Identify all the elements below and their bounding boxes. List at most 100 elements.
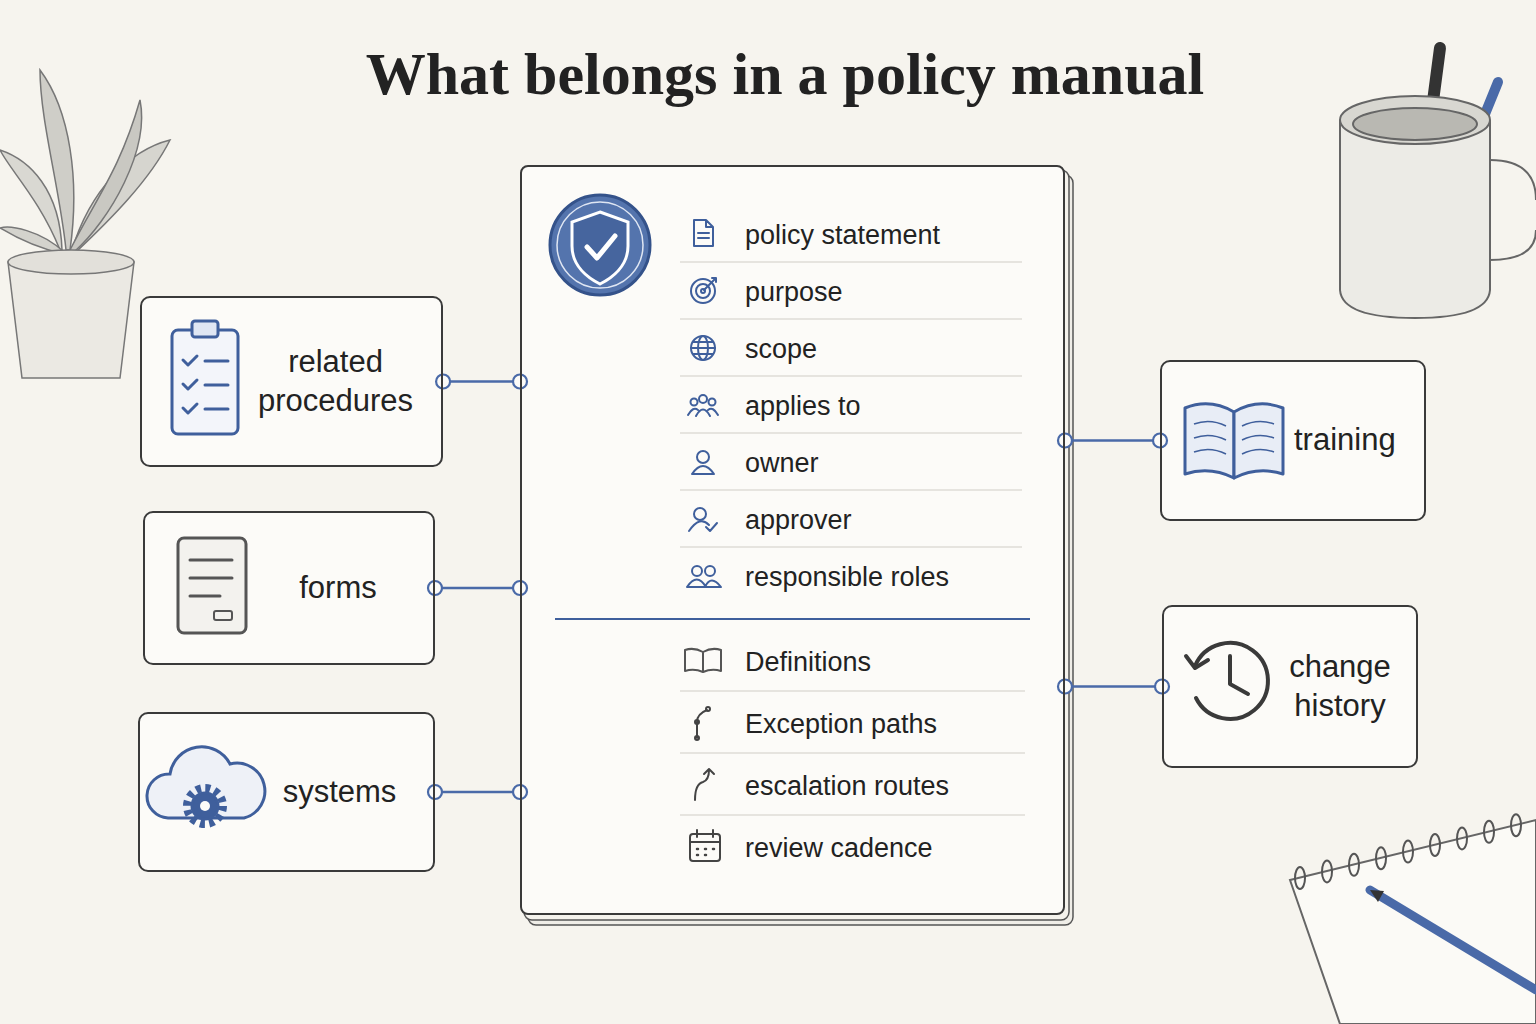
cloud-gear-icon xyxy=(147,747,265,824)
connector xyxy=(428,785,527,799)
notebook-sketch xyxy=(1295,867,1305,889)
box-fills xyxy=(141,297,442,466)
shield-badge xyxy=(550,195,650,295)
row-icons xyxy=(706,707,710,711)
row-separators xyxy=(680,690,1025,691)
box-fills xyxy=(139,166,1425,914)
notebook-sketch xyxy=(1511,814,1521,836)
pencil-mug xyxy=(1340,48,1536,318)
row-icons xyxy=(685,649,721,672)
row-icons xyxy=(685,649,721,672)
row-separators xyxy=(680,546,1022,547)
policy-element: scope xyxy=(745,321,1063,378)
row-separators xyxy=(680,261,1022,262)
open-book-icon xyxy=(1234,404,1283,478)
form-icon xyxy=(178,538,246,633)
plant-sketch xyxy=(8,250,134,274)
connector-dot xyxy=(428,785,442,799)
row-icons xyxy=(694,508,706,520)
form-icon xyxy=(214,611,232,620)
connector xyxy=(1058,680,1169,694)
box-fills xyxy=(1161,361,1425,520)
connector-dot xyxy=(1058,680,1072,694)
notebook-sketch xyxy=(1370,890,1384,902)
pencil-mug xyxy=(1353,108,1477,140)
open-book-icon xyxy=(1194,421,1274,454)
row-icons xyxy=(697,849,714,855)
policy-element: policy statement xyxy=(745,207,1063,264)
policy-element: purpose xyxy=(745,264,1063,321)
topic-label: change history xyxy=(1276,648,1404,726)
row-icons xyxy=(691,342,715,354)
row-icons xyxy=(691,336,715,360)
notebook-sketch xyxy=(1290,820,1536,1024)
pencil-mug xyxy=(1490,160,1536,260)
row-icons xyxy=(690,830,720,842)
connector xyxy=(436,375,527,389)
section-divider xyxy=(555,618,1030,620)
row-icons xyxy=(685,220,721,861)
shield-badge xyxy=(572,212,628,284)
row-icons xyxy=(692,451,714,474)
connector-line xyxy=(435,791,520,794)
row-icons xyxy=(689,521,717,531)
row-separators xyxy=(680,375,1022,376)
connector xyxy=(1058,434,1167,448)
clipboard-icon xyxy=(183,356,228,413)
notebook-sketch xyxy=(1376,847,1386,869)
row-icons xyxy=(689,508,717,531)
topic-label: systems xyxy=(258,773,421,812)
connector xyxy=(428,581,527,595)
notebook-sketch xyxy=(1290,814,1536,1024)
cloud-gear-icon xyxy=(192,793,218,819)
notebook-sketch xyxy=(1484,821,1494,843)
topic-label: training xyxy=(1290,421,1400,460)
row-separators xyxy=(680,432,1022,433)
notebook-sketch xyxy=(1349,854,1359,876)
topic-label: related procedures xyxy=(254,343,417,421)
open-book-icon xyxy=(1185,404,1234,478)
policy-element: owner xyxy=(745,435,1063,492)
row-icons xyxy=(695,769,714,800)
policy-element: escalation routes xyxy=(745,755,1063,817)
box-fills xyxy=(1163,606,1417,767)
row-icons xyxy=(709,399,716,406)
row-icons xyxy=(705,566,715,576)
pencil-mug xyxy=(1340,96,1490,144)
topic-box: training xyxy=(1160,360,1426,521)
form-icon xyxy=(178,538,246,633)
clipboard-icon xyxy=(172,321,238,434)
row-icons xyxy=(691,336,715,360)
box-fills xyxy=(139,713,434,871)
row-icons xyxy=(695,736,699,740)
notebook-sketch xyxy=(1430,834,1440,856)
connector-line xyxy=(443,380,520,383)
topic-label: forms xyxy=(255,569,421,608)
cloud-gear-icon xyxy=(200,801,210,811)
shield-badge xyxy=(550,195,650,295)
clock-history-icon xyxy=(1186,643,1268,719)
policy-element: Exception paths xyxy=(745,693,1063,755)
row-icons xyxy=(691,279,715,303)
row-separators xyxy=(680,814,1025,815)
notebook-sketch xyxy=(1295,814,1521,889)
row-icons xyxy=(695,720,699,724)
connector-dot xyxy=(436,375,450,389)
open-book-icon xyxy=(1185,404,1283,478)
connector-line xyxy=(435,587,520,590)
row-separators xyxy=(680,752,1025,753)
row-icons xyxy=(692,566,702,576)
shield-badge xyxy=(557,202,643,288)
plant-sketch xyxy=(40,70,74,250)
policy-element: review cadence xyxy=(745,817,1063,879)
notebook-sketch xyxy=(1403,841,1413,863)
row-icons xyxy=(704,278,716,290)
cloud-gear-icon xyxy=(147,747,265,818)
notebook-sketch xyxy=(1457,827,1467,849)
cloud-gear-icon xyxy=(187,788,223,824)
topic-box: related procedures xyxy=(140,296,443,467)
row-icons xyxy=(687,580,721,588)
row-icons xyxy=(687,566,721,587)
connector-line xyxy=(1065,685,1162,688)
